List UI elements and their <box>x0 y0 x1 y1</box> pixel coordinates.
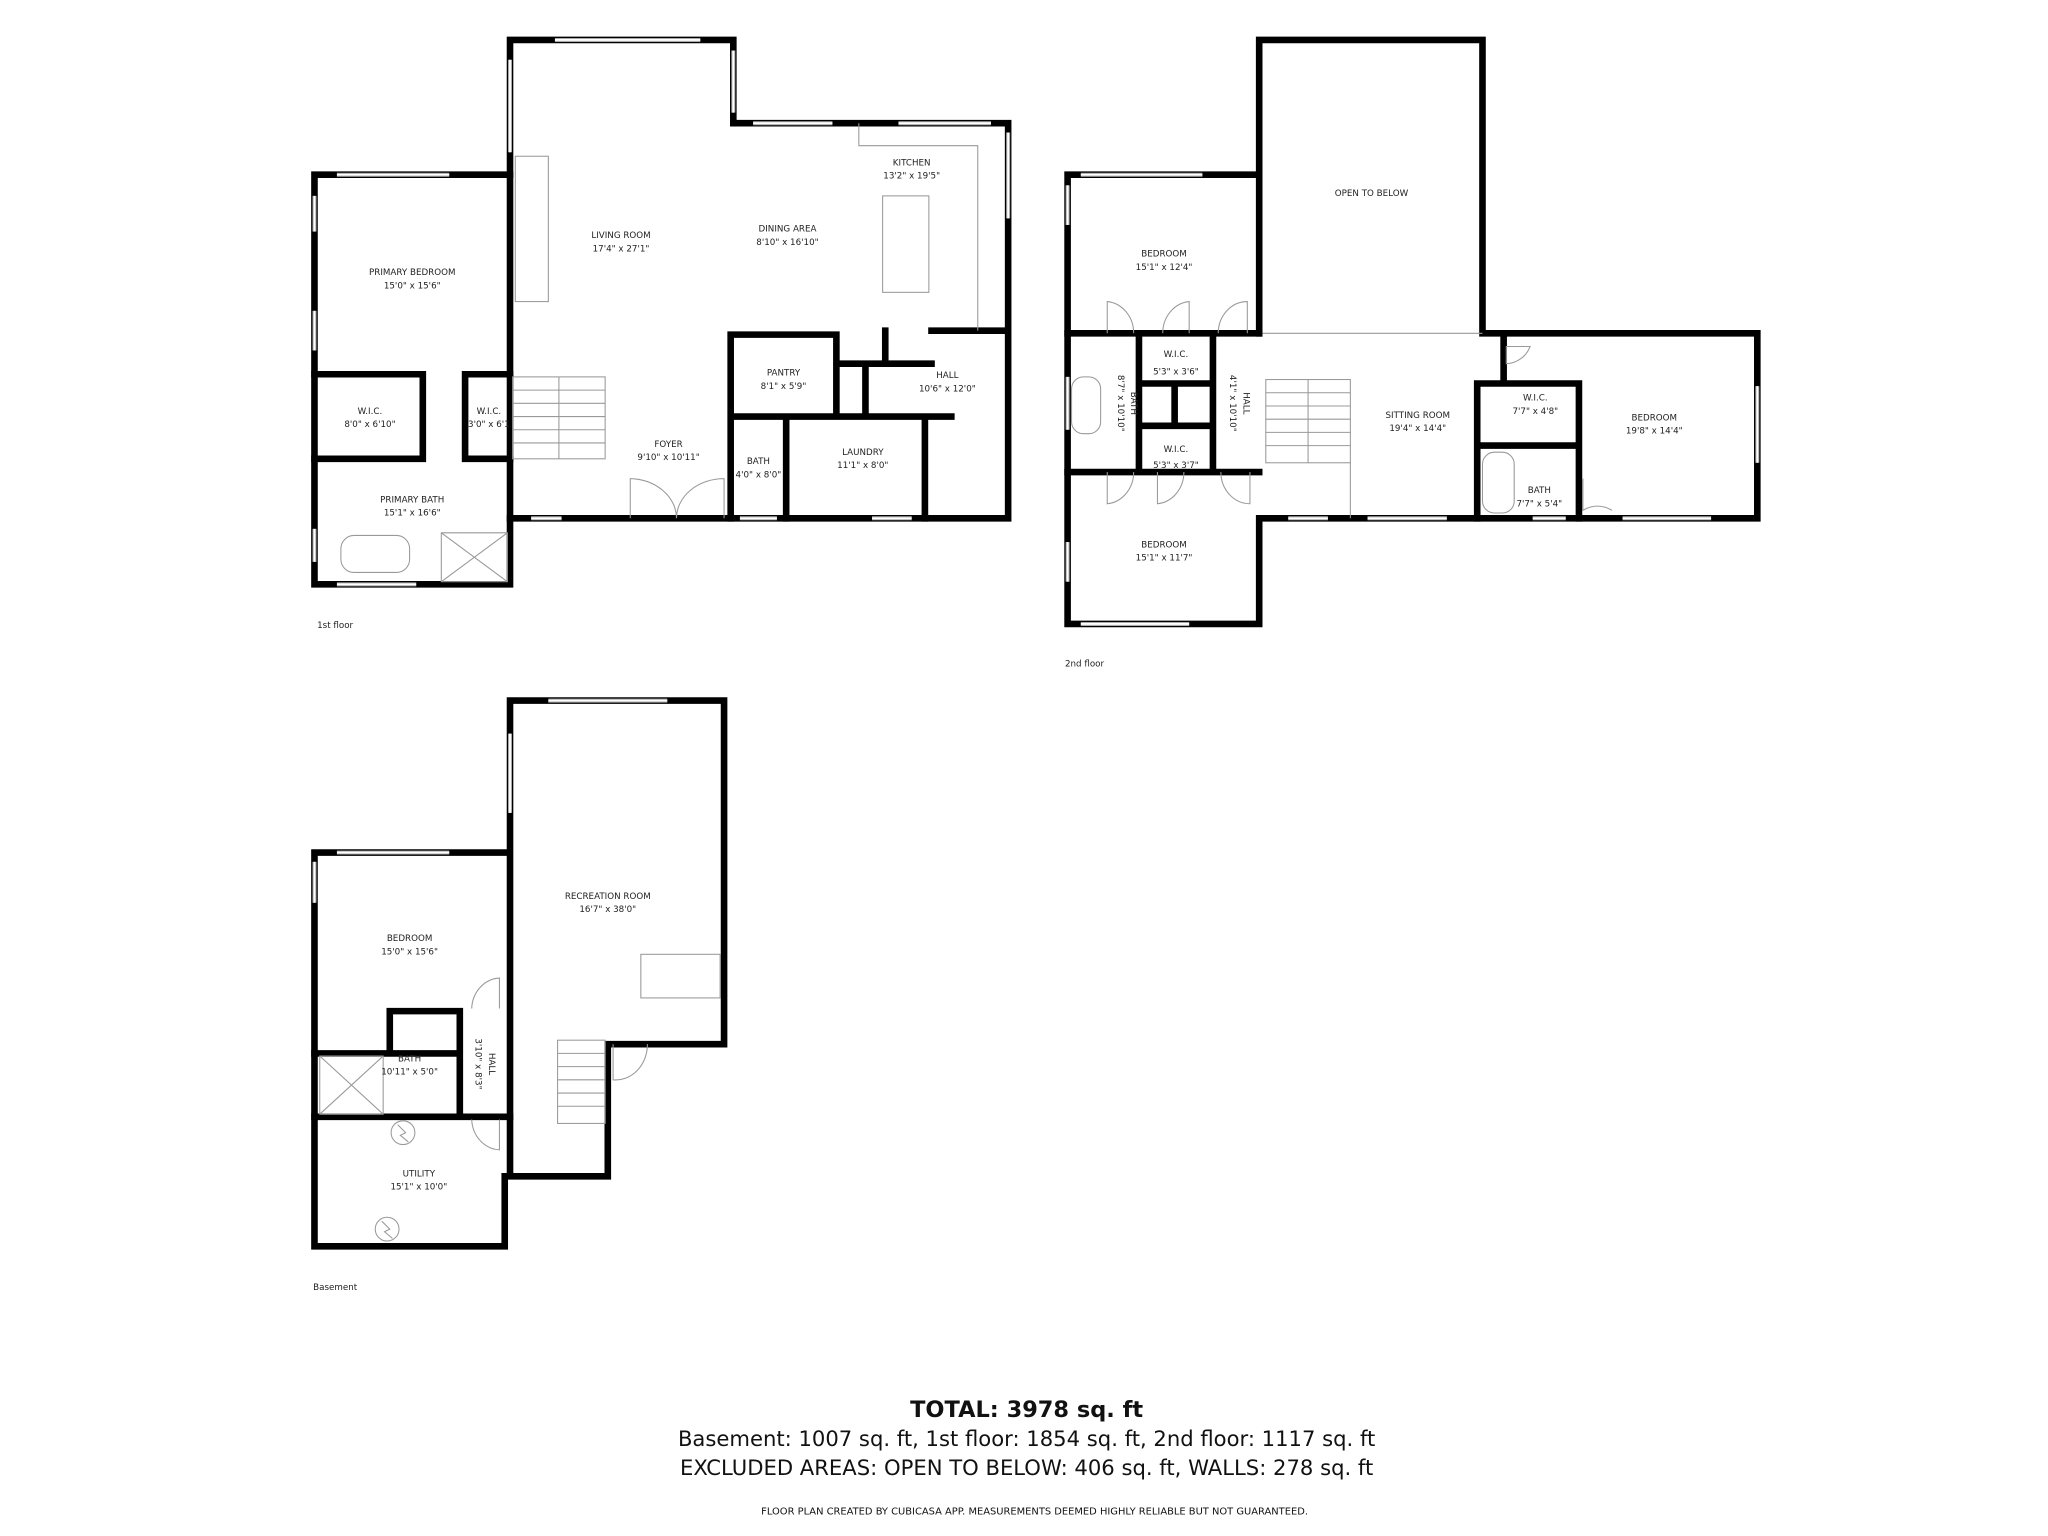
room-size: 5'3" x 3'7" <box>1153 461 1199 471</box>
stairs <box>1265 379 1351 519</box>
room-name: W.I.C. <box>1164 350 1189 360</box>
room-size: 15'0" x 15'6" <box>381 947 438 957</box>
first-floor-room-labels: KITCHEN 13'2" x 19'5" LIVING ROOM 17'4" … <box>344 158 975 518</box>
room-name: PRIMARY BEDROOM <box>369 268 455 278</box>
room-size: 15'1" x 16'6" <box>384 509 441 519</box>
windows <box>1065 172 1760 626</box>
room-size: 15'1" x 10'0" <box>390 1182 447 1192</box>
room-size: 19'8" x 14'4" <box>1626 427 1683 437</box>
room-size: 10'6" x 12'0" <box>919 384 976 394</box>
first-floor-plan: 1st floor KITCHEN 13'2" x 19'5" LIVING R… <box>311 36 1012 631</box>
room-size: 7'7" x 5'4" <box>1516 499 1562 509</box>
room-size: 10'11" x 5'0" <box>381 1068 438 1078</box>
room-size: 15'0" x 15'6" <box>384 281 441 291</box>
room-name: W.I.C. <box>1164 445 1189 455</box>
room-name: BEDROOM <box>1631 414 1677 424</box>
basement-plan: Basement RECREATION ROOM 16'7" x 38'0" B… <box>311 697 728 1293</box>
room-size: 11'1" x 8'0" <box>837 461 888 471</box>
doors[interactable] <box>471 977 648 1151</box>
room-size: 13'2" x 19'5" <box>883 172 940 182</box>
total-area: TOTAL: 3978 sq. ft <box>910 1397 1143 1423</box>
room-name: BATH <box>398 1054 421 1064</box>
room-name: HALL <box>486 1053 496 1075</box>
wet-bar-counter <box>640 953 721 999</box>
room-name: W.I.C. <box>477 407 502 417</box>
room-name: BEDROOM <box>1141 540 1187 550</box>
room-name: BATH <box>1128 392 1138 415</box>
basement-room-labels: RECREATION ROOM 16'7" x 38'0" BEDROOM 15… <box>381 892 651 1193</box>
basement-interior-walls <box>311 1007 514 1121</box>
bathtub <box>1071 376 1102 435</box>
windows <box>312 37 1011 587</box>
room-name: FOYER <box>654 440 682 450</box>
room-name: UTILITY <box>403 1169 436 1179</box>
room-size: 15'1" x 11'7" <box>1136 554 1193 564</box>
windows <box>312 698 668 903</box>
front-double-door[interactable] <box>629 478 725 519</box>
room-name: BEDROOM <box>387 934 433 944</box>
kitchen-island <box>882 195 930 293</box>
furnace-icon <box>374 1216 400 1242</box>
excluded-areas: EXCLUDED AREAS: OPEN TO BELOW: 406 sq. f… <box>680 1455 1373 1480</box>
room-size: 15'1" x 12'4" <box>1136 263 1193 273</box>
room-size: 5'3" x 3'6" <box>1153 367 1199 377</box>
stairs <box>512 376 606 460</box>
doors[interactable] <box>1106 301 1613 512</box>
room-size: 8'0" x 6'10" <box>344 420 395 430</box>
room-name: DINING AREA <box>759 225 817 235</box>
room-size: 16'7" x 38'0" <box>579 905 636 915</box>
second-floor-plan: 2nd floor OPEN TO BELOW BEDROOM 15'1" x … <box>1064 36 1761 669</box>
room-name: BATH <box>747 457 770 467</box>
floor-label-basement: Basement <box>313 1283 358 1293</box>
room-name: W.I.C. <box>358 407 383 417</box>
room-size: 8'7" x 10'10" <box>1115 375 1125 432</box>
area-summary: TOTAL: 3978 sq. ft Basement: 1007 sq. ft… <box>678 1397 1375 1518</box>
shower <box>440 532 508 583</box>
fireplace <box>514 155 549 303</box>
floor-label-first: 1st floor <box>317 621 353 631</box>
bathtub <box>1481 451 1515 514</box>
room-name: HALL <box>1240 392 1250 414</box>
bathtub <box>340 534 411 573</box>
first-floor-exterior-walls <box>506 36 1012 522</box>
room-name: BEDROOM <box>1141 250 1187 260</box>
disclaimer: FLOOR PLAN CREATED BY CUBICASA APP. MEAS… <box>761 1507 1308 1518</box>
room-name: OPEN TO BELOW <box>1335 189 1409 199</box>
room-name: LAUNDRY <box>842 448 884 458</box>
shower <box>319 1055 384 1115</box>
room-size: 4'0" x 8'0" <box>736 470 782 480</box>
stairs <box>557 1039 606 1124</box>
room-size: 8'10" x 16'10" <box>756 238 818 248</box>
second-floor-interior-walls <box>1064 329 1583 522</box>
room-size: 17'4" x 27'1" <box>593 244 650 254</box>
floor-label-second: 2nd floor <box>1065 659 1105 669</box>
room-size: 3'10" x 8'3" <box>473 1038 483 1089</box>
room-size: 8'1" x 5'9" <box>761 382 807 392</box>
room-size: 3'0" x 6'1 <box>468 420 510 430</box>
room-name: SITTING ROOM <box>1385 411 1450 421</box>
room-size: 9'10" x 10'11" <box>637 453 699 463</box>
room-name: RECREATION ROOM <box>565 892 651 902</box>
room-name: BATH <box>1528 486 1551 496</box>
second-floor-room-labels: OPEN TO BELOW BEDROOM 15'1" x 12'4" W.I.… <box>1115 189 1683 564</box>
floor-area-breakdown: Basement: 1007 sq. ft, 1st floor: 1854 s… <box>678 1426 1375 1451</box>
room-size: 4'1" x 10'10" <box>1227 375 1237 432</box>
room-size: 7'7" x 4'8" <box>1512 407 1558 417</box>
first-floor-interior-walls <box>311 327 1008 522</box>
room-size: 19'4" x 14'4" <box>1389 424 1446 434</box>
room-name: PRIMARY BATH <box>380 495 444 505</box>
basement-exterior-walls <box>311 697 728 1250</box>
room-name: W.I.C. <box>1523 394 1548 404</box>
room-name: KITCHEN <box>893 158 931 168</box>
room-name: PANTRY <box>767 369 801 379</box>
water-heater-icon <box>390 1120 416 1146</box>
primary-suite-exterior-walls <box>311 171 514 588</box>
room-name: LIVING ROOM <box>591 231 650 241</box>
room-name: HALL <box>936 371 958 381</box>
kitchen-counter <box>858 123 979 331</box>
